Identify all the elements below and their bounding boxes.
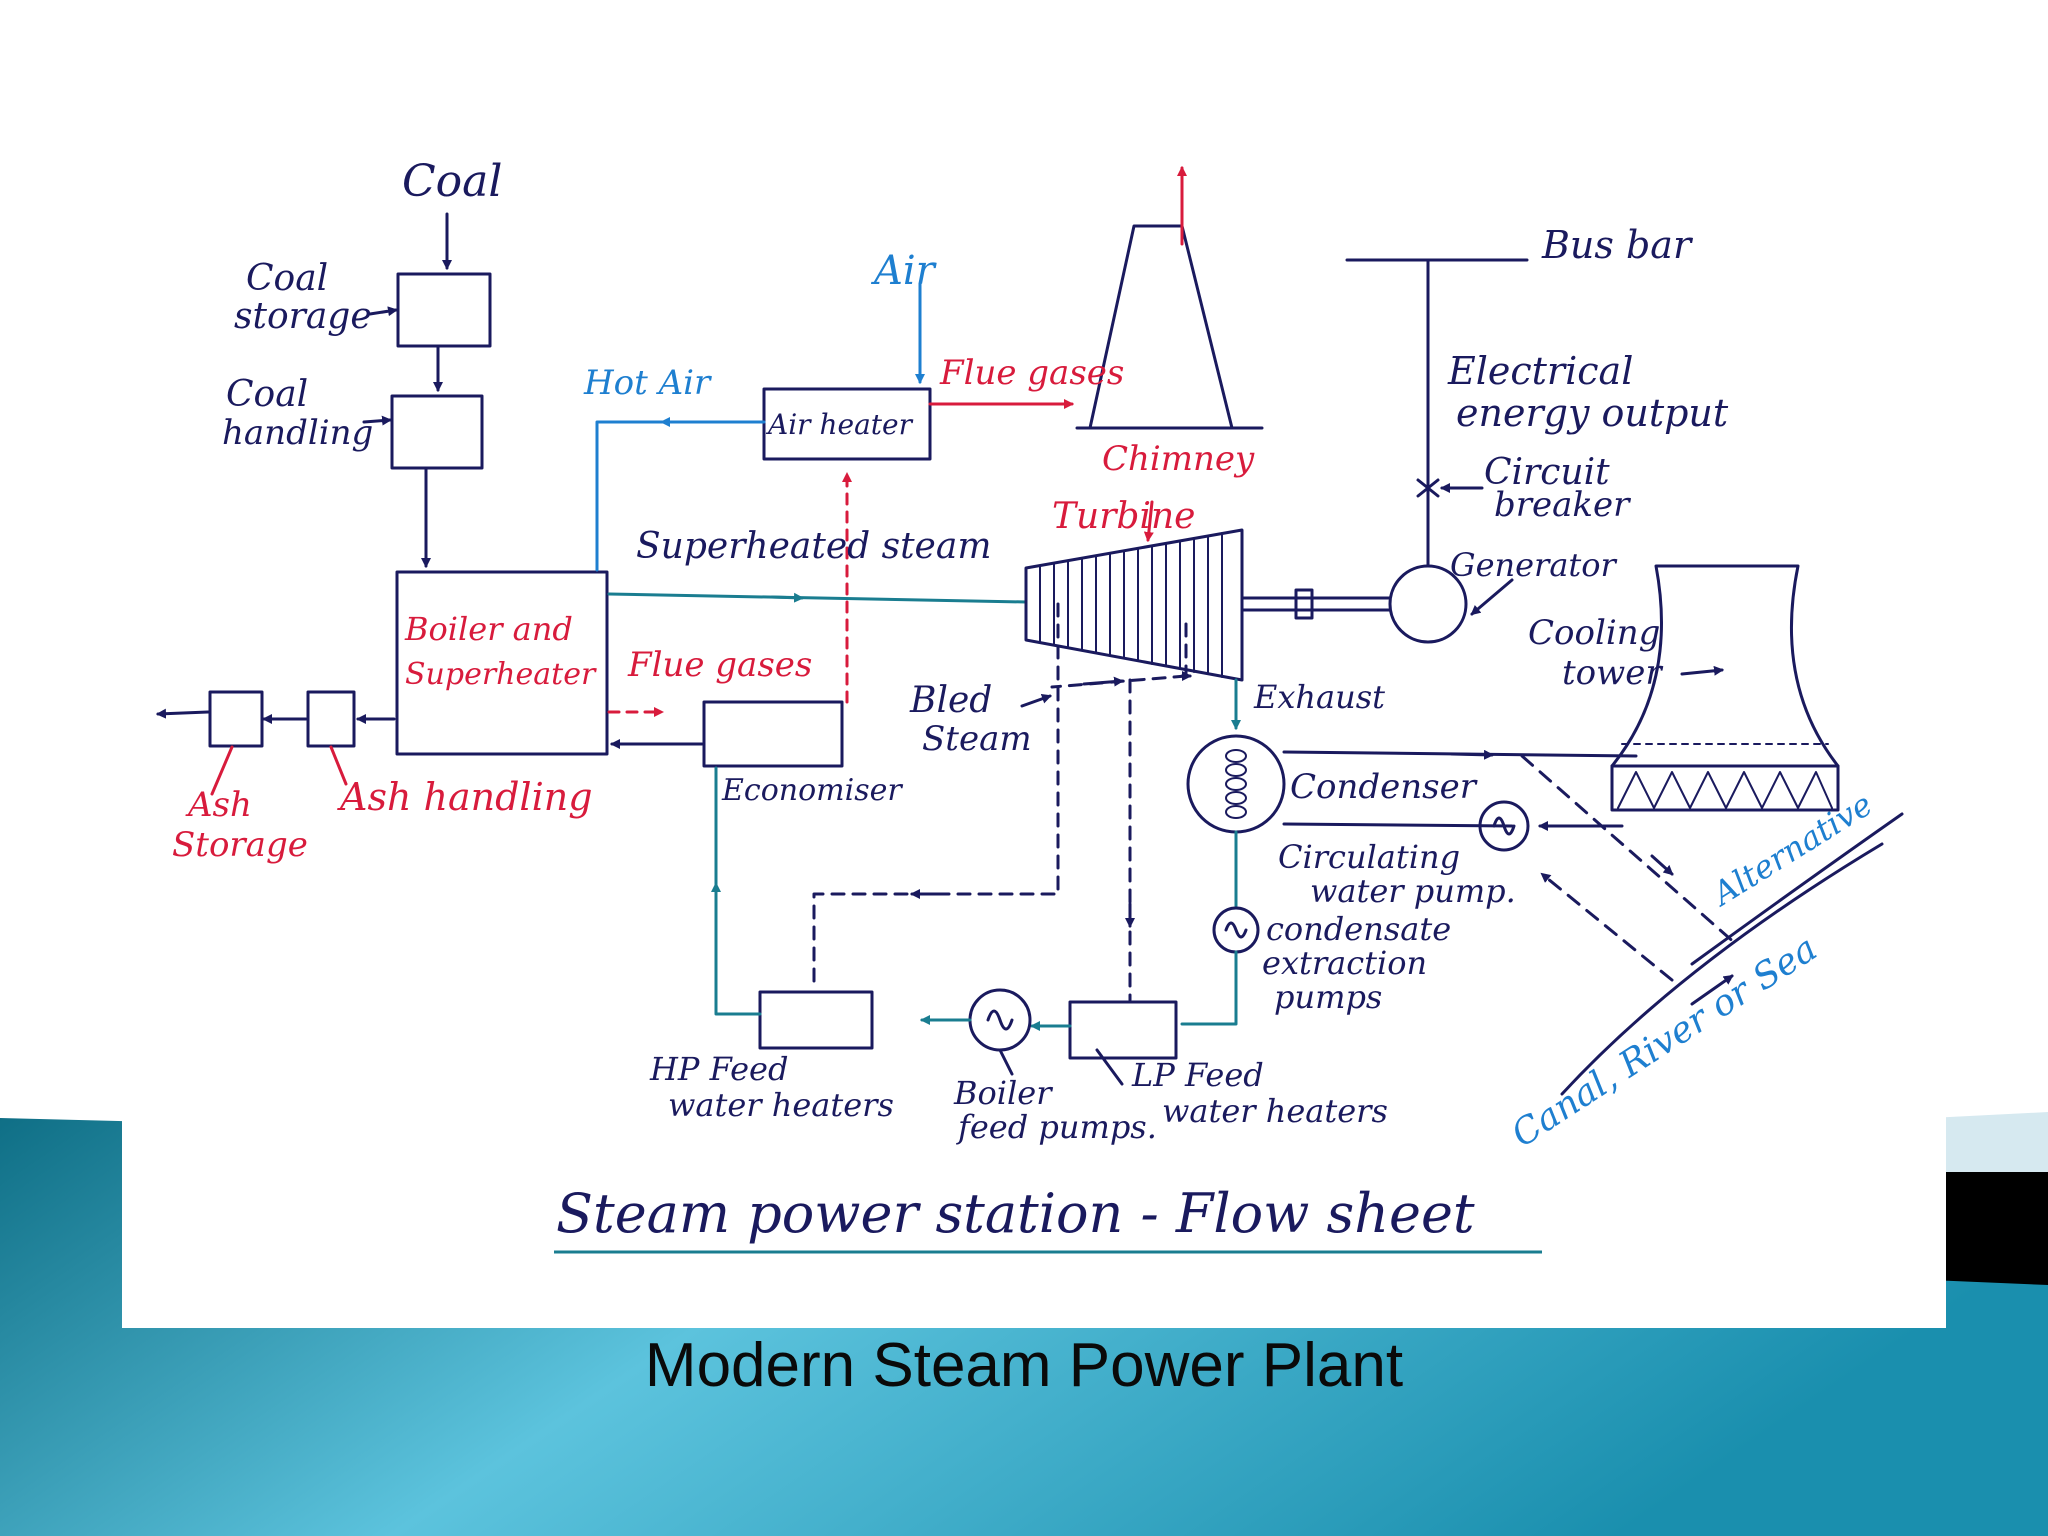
label-turbine: Turbine [1052, 496, 1195, 537]
bled-steam-arrow-mid [1082, 676, 1124, 687]
diagram-title: Steam power station - Flow sheet [556, 1182, 1475, 1245]
label-hp-feed-2: water heaters [668, 1086, 894, 1124]
label-lp-feed-1: LP Feed [1131, 1056, 1264, 1094]
economiser-box [702, 700, 844, 768]
shaft-coupling [1294, 588, 1314, 620]
hp-heater-box [758, 990, 874, 1050]
condensate-pump-glyph [1224, 921, 1248, 939]
label-chimney: Chimney [1102, 439, 1255, 479]
label-coal-storage-2: storage [234, 296, 372, 337]
black-accent [1930, 1172, 2048, 1285]
hp-to-economiser-line [714, 766, 762, 1016]
boiler-box [395, 570, 609, 756]
pump-to-condenser-line [1282, 822, 1514, 828]
coal-handling-pointer [362, 415, 392, 426]
generator-pointer [1470, 578, 1514, 616]
cooling-tower-fill [1617, 771, 1833, 809]
canal-bank-upper [1690, 812, 1904, 966]
label-circ-pump-2: water pump. [1310, 872, 1516, 910]
alternative-arrow [1650, 854, 1674, 876]
label-boiler-2: Superheater [405, 657, 597, 692]
label-generator: Generator [1450, 546, 1618, 584]
label-boiler-feed-2: feed pumps. [956, 1108, 1157, 1146]
label-bled-steam-1: Bled [909, 680, 992, 721]
label-lp-feed-2: water heaters [1162, 1092, 1388, 1130]
condenser-coil [1225, 749, 1247, 819]
canal-bank-lower [1560, 842, 1884, 1096]
label-exhaust: Exhaust [1253, 678, 1385, 716]
turbine-pointer [1143, 500, 1154, 542]
superheated-steam-arrow [770, 592, 804, 603]
label-boiler-1: Boiler and [404, 610, 573, 648]
label-air-heater: Air heater [765, 408, 914, 441]
alternative-to-canal-line [1520, 754, 1738, 946]
canal-to-pump-line [1540, 872, 1674, 982]
condenser-to-tower-arrow [1450, 749, 1494, 760]
label-boiler-feed-1: Boiler [953, 1074, 1053, 1112]
coal-storage-box [396, 272, 492, 348]
label-condensate-3: pumps [1274, 978, 1382, 1016]
lp-heater-pointer [1095, 1048, 1124, 1086]
cooling-tower-basin [1610, 764, 1840, 812]
label-coal-storage-1: Coal [246, 258, 328, 299]
label-cooling-tower-2: tower [1562, 653, 1663, 693]
circuit-breaker-mark [1416, 478, 1440, 498]
label-bus-bar: Bus bar [1541, 223, 1694, 267]
boiler-feed-pointer [998, 1048, 1014, 1076]
label-electrical-2: energy output [1456, 391, 1729, 435]
label-circuit-breaker-2: breaker [1494, 485, 1631, 525]
canal-flow-arrow [1690, 974, 1734, 1006]
turbine-blades [1039, 532, 1223, 678]
lp-heater-box [1068, 1000, 1178, 1060]
air-heater-box [762, 387, 932, 461]
label-superheated-steam: Superheated steam [636, 526, 991, 567]
label-coal-handling-2: handling [222, 413, 373, 453]
bled-steam-pointer [1020, 693, 1052, 708]
label-air: Air [870, 248, 938, 294]
label-bled-steam-2: Steam [922, 719, 1032, 759]
label-circuit-breaker-1: Circuit [1484, 452, 1610, 493]
label-ash-storage-2: Storage [172, 825, 308, 865]
slide-caption: Modern Steam Power Plant [644, 1331, 1404, 1400]
label-circ-pump-1: Circulating [1278, 838, 1460, 876]
ash-handling-leader [329, 745, 348, 786]
circulating-pump-glyph [1492, 816, 1516, 836]
label-hot-air: Hot Air [583, 363, 712, 403]
coal-storage-pointer [368, 306, 398, 317]
label-ash-handling: Ash handling [337, 775, 593, 819]
label-flue-gases-top: Flue gases [939, 353, 1124, 393]
cooling-tower-pointer [1680, 665, 1724, 676]
label-coal-handling-1: Coal [226, 374, 308, 415]
label-hp-feed-1: HP Feed [649, 1050, 788, 1088]
ash-storage-leader [210, 745, 234, 796]
condensate-to-lp-line [1180, 950, 1238, 1026]
label-electrical-1: Electrical [1447, 349, 1633, 393]
diagram-sheet: Coal Coal storage Coal handling Boiler a… [122, 84, 1946, 1328]
ash-handling-box [306, 690, 356, 748]
label-cooling-tower-1: Cooling [1528, 613, 1660, 653]
label-canal: Canal, River or Sea [1505, 928, 1825, 1156]
light-accent [1930, 1112, 2048, 1172]
label-condenser: Condenser [1290, 767, 1478, 807]
turbine-shape [1024, 528, 1244, 682]
hot-air-line [595, 420, 766, 572]
boiler-feed-pump-glyph [986, 1009, 1014, 1031]
flow-sheet-diagram: Coal Coal storage Coal handling Boiler a… [156, 156, 1904, 1254]
chimney-shape [1088, 224, 1234, 430]
label-condensate-1: condensate [1266, 910, 1451, 948]
ash-out-arrow [156, 708, 210, 719]
label-coal: Coal [402, 156, 502, 207]
ash-storage-box [208, 690, 264, 748]
label-condensate-2: extraction [1262, 944, 1427, 982]
circulating-pump-circle [1478, 800, 1530, 852]
coal-handling-box [390, 394, 484, 470]
label-economiser: Economiser [721, 773, 903, 808]
superheated-steam-line [607, 592, 1028, 604]
label-flue-gases-mid: Flue gases [627, 645, 812, 685]
label-ash-storage-1: Ash [185, 785, 252, 825]
